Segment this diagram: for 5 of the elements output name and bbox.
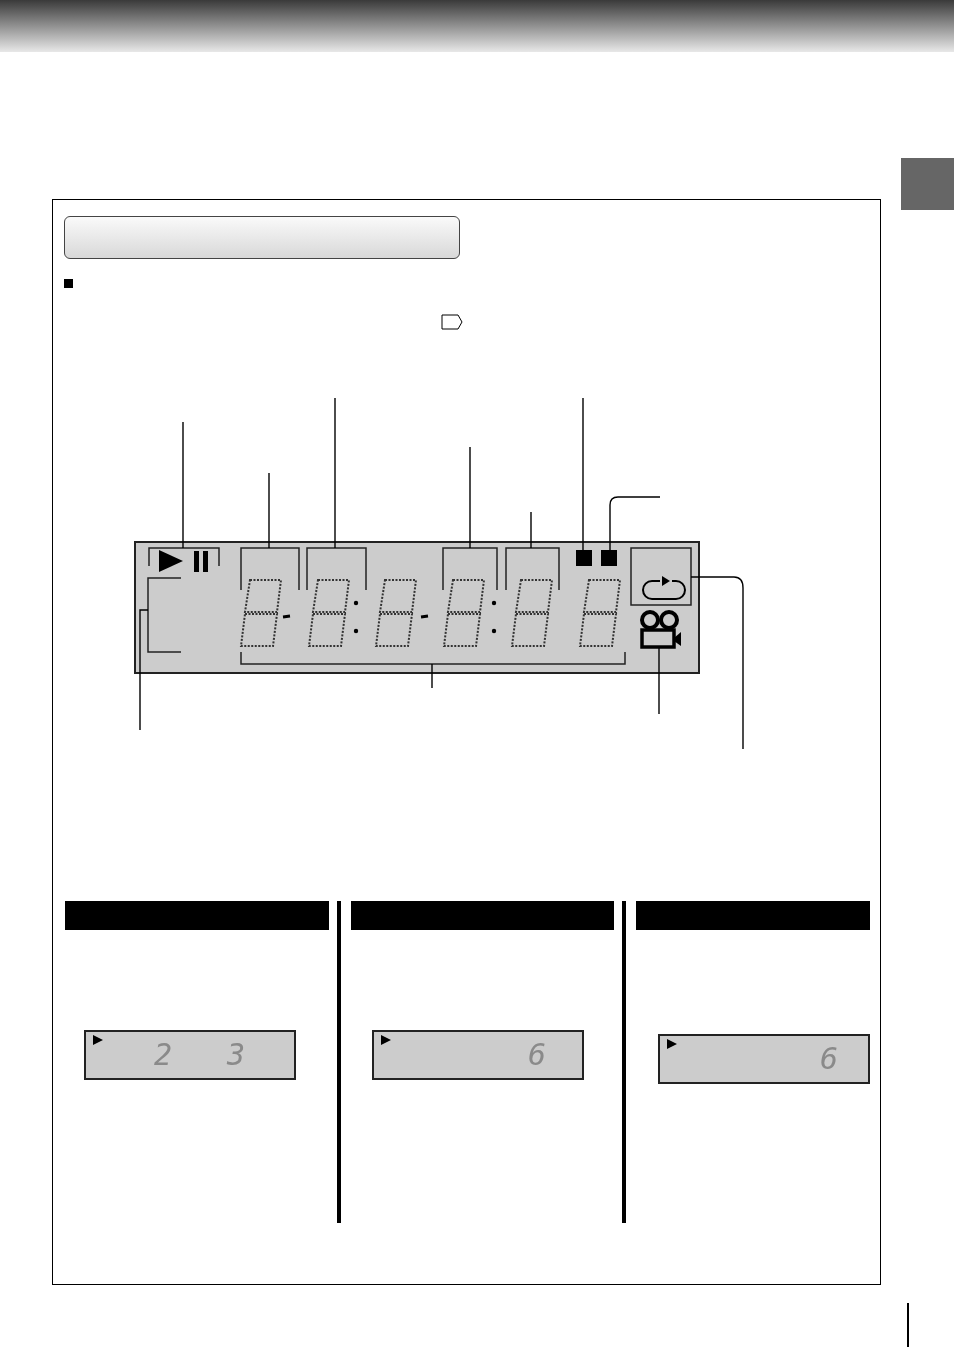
segment-digit: 6	[820, 1044, 839, 1074]
segment-digit: 3	[227, 1040, 246, 1070]
segment-digit: 6	[528, 1040, 547, 1070]
segment-digit: 2	[154, 1040, 173, 1070]
title-box	[64, 216, 460, 259]
